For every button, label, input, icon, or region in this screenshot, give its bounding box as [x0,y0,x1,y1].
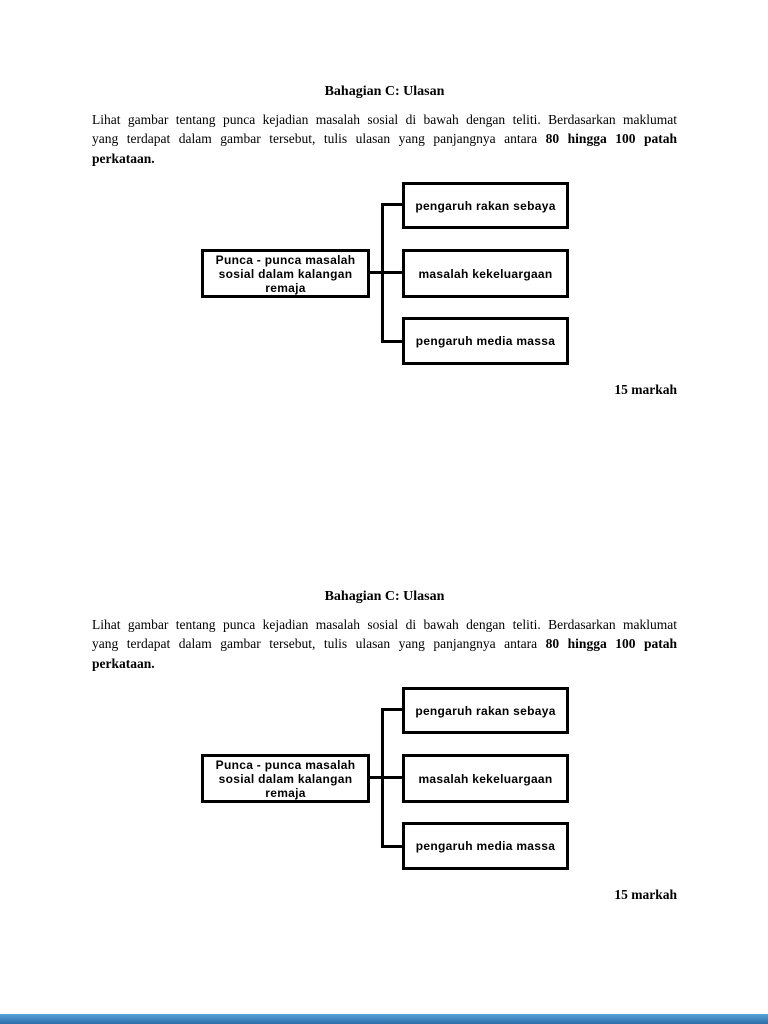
instruction-line: yang terdapat dalam gambar tersebut, tul… [92,636,677,652]
instruction-line: yang terdapat dalam gambar tersebut, tul… [92,131,677,147]
root-box-line: sosial dalam kalangan [218,266,353,281]
instruction-line: Lihat gambar tentang punca kejadian masa… [92,617,677,632]
diagram-child-box-2: masalah kekeluargaan [402,249,569,298]
connector-spine-line [381,708,384,848]
root-box-line: Punca - punca masalah [215,757,356,772]
instruction-paragraph: Lihat gambar tentang punca kejadian masa… [92,110,677,168]
connector-spine-line [381,203,384,343]
root-box-line: sosial dalam kalangan [218,771,353,786]
diagram-root-box: Punca - punca masalah sosial dalam kalan… [201,754,370,803]
connector-top-stub-line [381,708,404,711]
section-title: Bahagian C: Ulasan [324,589,445,604]
section-title: Bahagian C: Ulasan [324,84,445,99]
instruction-line: perkataan. [92,150,155,166]
instruction-line: Lihat gambar tentang punca kejadian masa… [92,112,677,127]
next-page-top-edge [0,1014,768,1024]
diagram-child-box-3: pengaruh media massa [402,822,569,870]
root-box-line: remaja [265,280,306,295]
connector-root-line [367,271,404,274]
diagram-child-box-2: masalah kekeluargaan [402,754,569,803]
diagram-child-box-1: pengaruh rakan sebaya [402,182,569,229]
instruction-paragraph: Lihat gambar tentang punca kejadian masa… [92,615,677,673]
connector-top-stub-line [381,203,404,206]
exam-section-2: Bahagian C: Ulasan Lihat gambar tentang … [0,505,768,1010]
diagram-root-box: Punca - punca masalah sosial dalam kalan… [201,249,370,298]
diagram-child-box-1: pengaruh rakan sebaya [402,687,569,734]
root-box-line: Punca - punca masalah [215,252,356,267]
marks-label: 15 markah [614,382,677,397]
diagram-child-box-3: pengaruh media massa [402,317,569,365]
root-box-line: remaja [265,785,306,800]
connector-root-line [367,776,404,779]
marks-label: 15 markah [614,887,677,902]
connector-bottom-stub-line [381,845,404,848]
instruction-line: perkataan. [92,655,155,671]
connector-bottom-stub-line [381,340,404,343]
exam-section-1: Bahagian C: Ulasan Lihat gambar tentang … [0,0,768,505]
